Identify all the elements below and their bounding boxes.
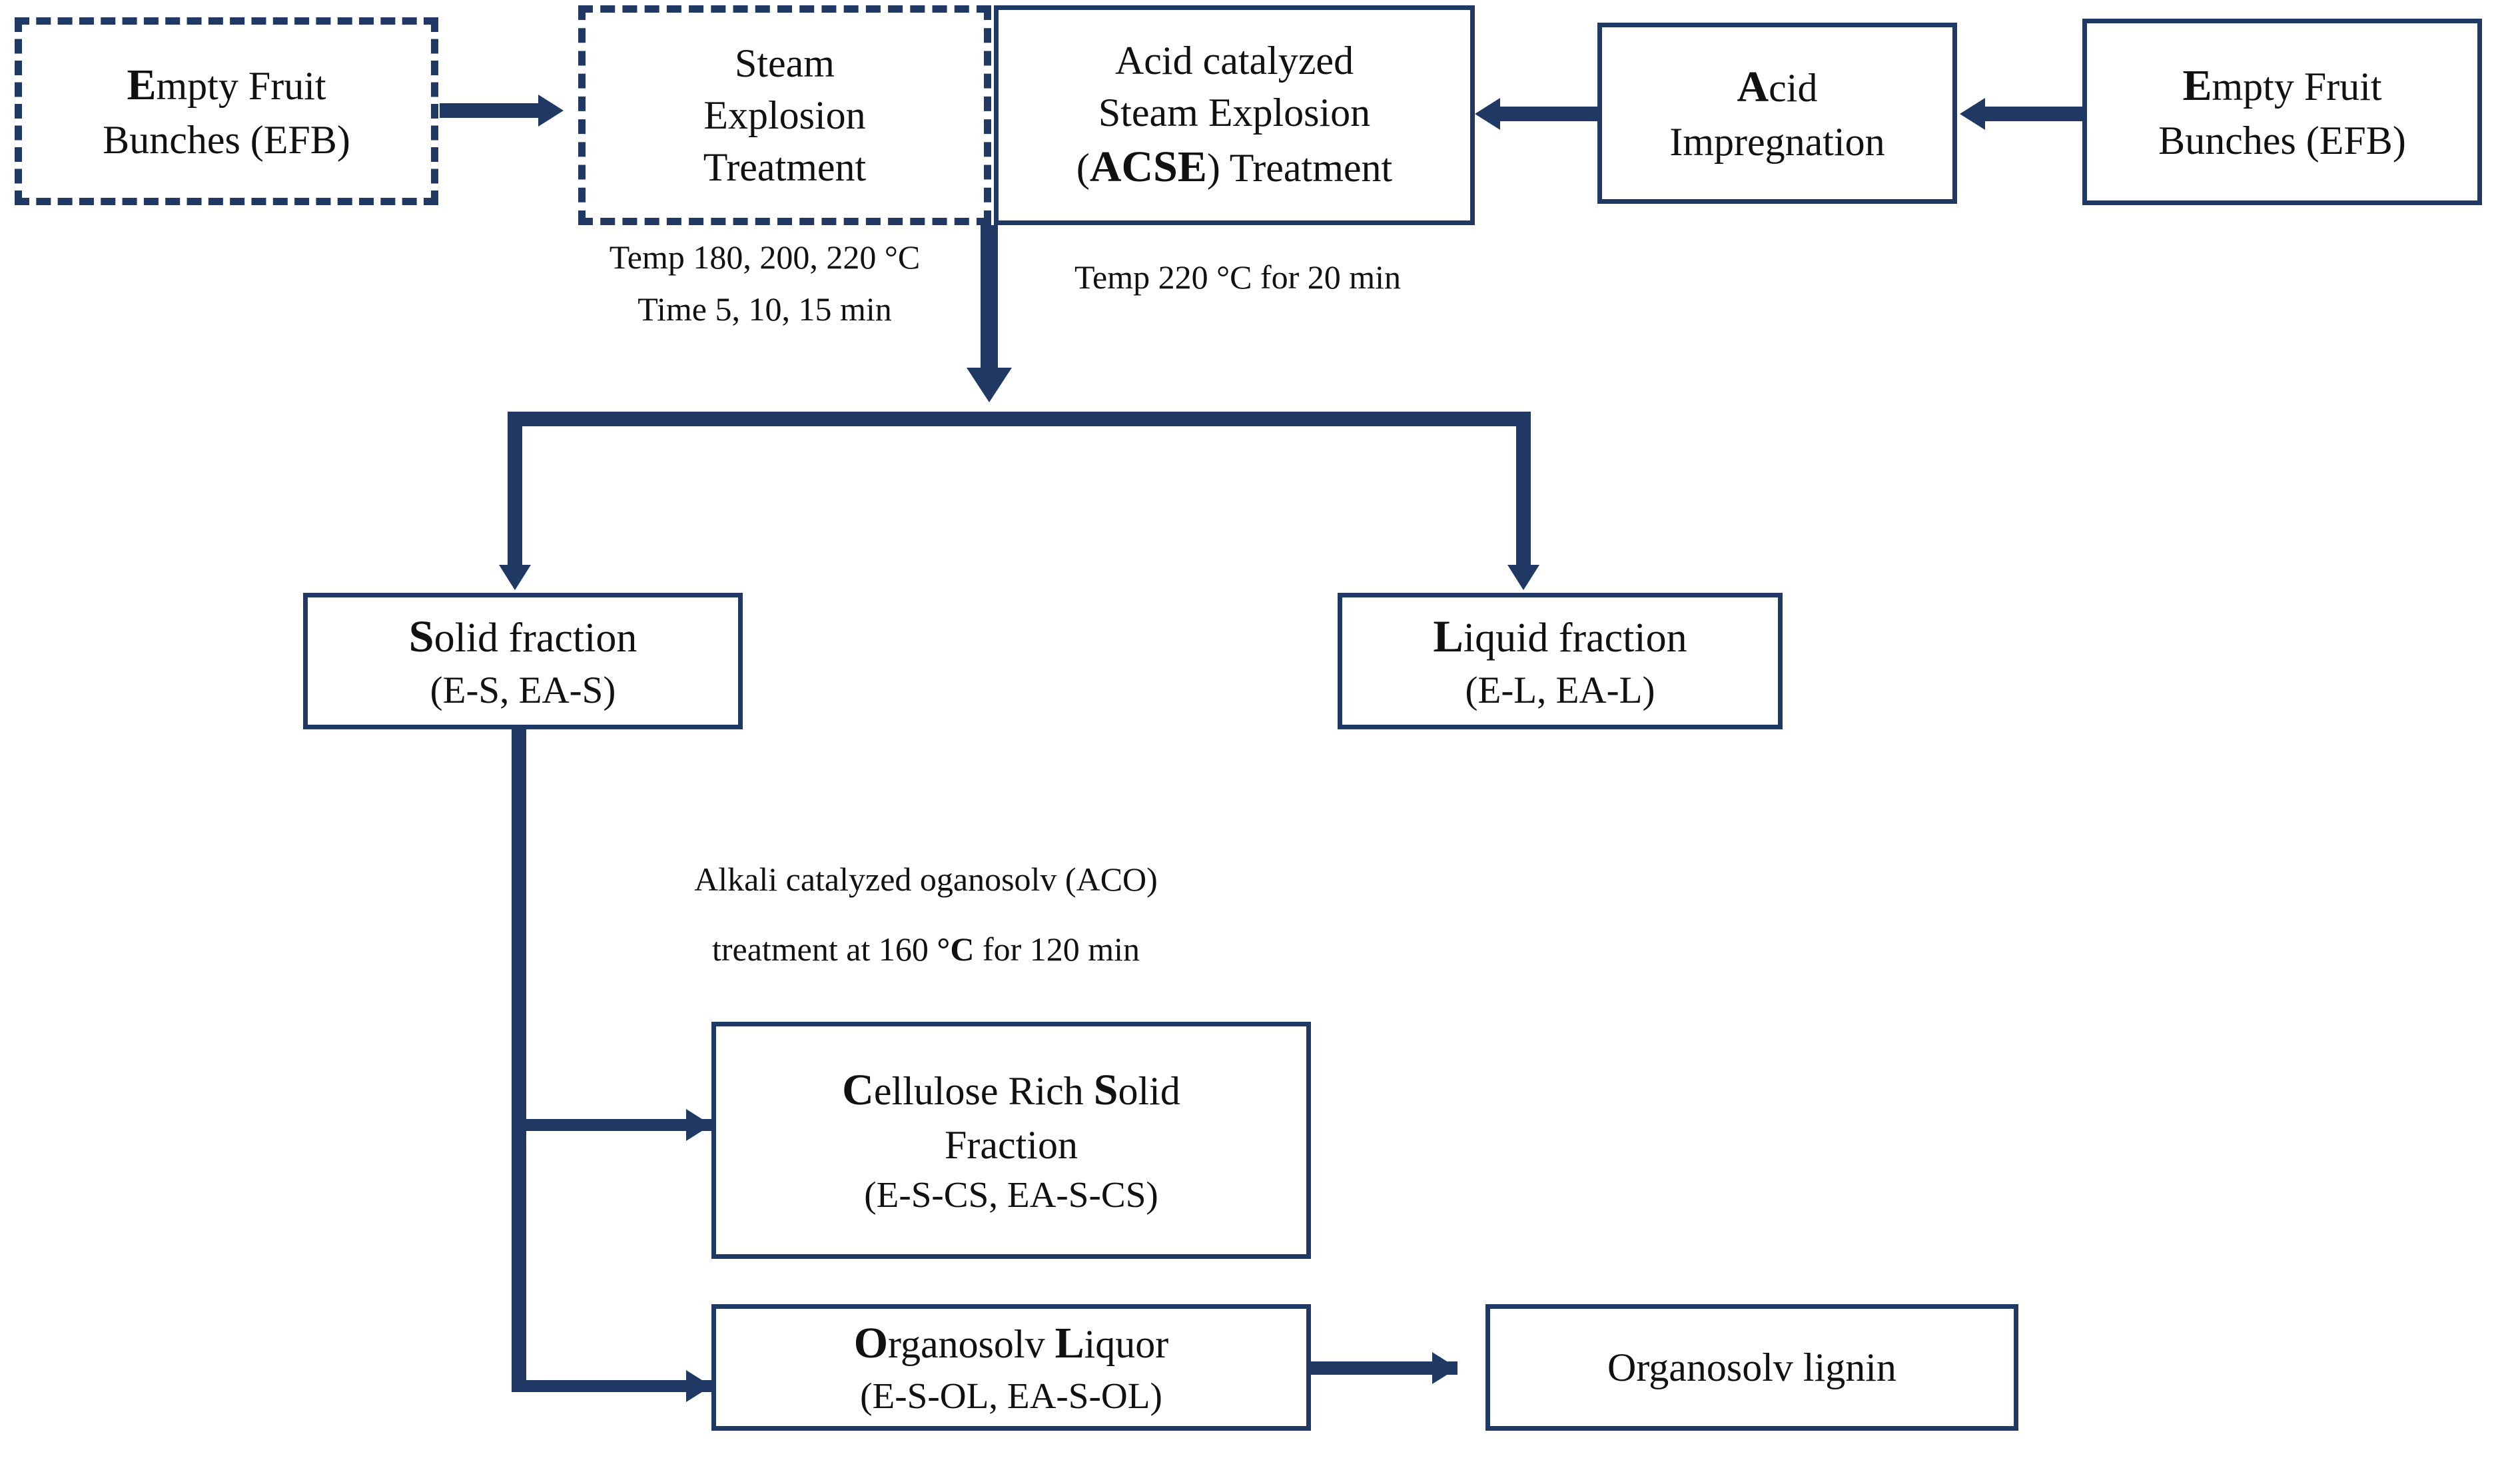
node-organosolv-liquor-line1: Organosolv Liquor bbox=[853, 1319, 1169, 1368]
node-liquid-fraction-line1: Liquid fraction bbox=[1433, 611, 1687, 662]
node-efb-right[interactable]: Empty Fruit Bunches (EFB) bbox=[2082, 19, 2482, 205]
node-organosolv-liquor-line2: (E-S-OL, EA-S-OL) bbox=[860, 1375, 1162, 1417]
node-efb-left-line2: Bunches (EFB) bbox=[103, 117, 350, 162]
node-acse-line3: (ACSE) Treatment bbox=[1076, 143, 1393, 192]
arrowhead-to-cellulose bbox=[686, 1109, 711, 1141]
node-cellulose-line1: Cellulose Rich Solid bbox=[842, 1066, 1180, 1115]
arrowhead-efb-left-to-steam bbox=[538, 95, 564, 127]
connector-efb-right-to-impregnation bbox=[1984, 107, 2085, 121]
connector-acse-trunk bbox=[981, 225, 998, 373]
node-efb-right-line2: Bunches (EFB) bbox=[2158, 118, 2406, 163]
connector-to-organosolv-liquor-branch bbox=[512, 1380, 711, 1392]
node-acid-impregnation-line1: Acid bbox=[1737, 63, 1818, 112]
arrowhead-to-solid-fraction bbox=[499, 565, 531, 590]
annotation-se-line1: Temp 180, 200, 220 °C bbox=[609, 238, 921, 276]
annotation-acse-line1: Temp 220 °C for 20 min bbox=[1074, 258, 1402, 296]
annotation-acse-conditions: Temp 220 °C for 20 min bbox=[1031, 252, 1444, 304]
node-organosolv-lignin[interactable]: Organosolv lignin bbox=[1485, 1304, 2018, 1431]
connector-impregnation-to-acse bbox=[1499, 107, 1600, 121]
node-steam-explosion-line2: Explosion bbox=[703, 93, 866, 137]
node-acid-impregnation-line2: Impregnation bbox=[1669, 119, 1885, 164]
arrowhead-efb-right-to-impregnation bbox=[1960, 98, 1985, 130]
node-acid-impregnation[interactable]: Acid Impregnation bbox=[1597, 23, 1957, 204]
annotation-steam-explosion-conditions: Temp 180, 200, 220 °C Time 5, 10, 15 min bbox=[558, 232, 971, 335]
node-steam-explosion[interactable]: Steam Explosion Treatment bbox=[578, 5, 991, 225]
annotation-aco-line2: treatment at 160 °C for 120 min bbox=[711, 930, 1140, 968]
arrowhead-liquor-to-lignin bbox=[1432, 1352, 1457, 1384]
node-acse[interactable]: Acid catalyzed Steam Explosion (ACSE) Tr… bbox=[994, 5, 1475, 225]
annotation-aco-conditions: Alkali catalyzed oganosolv (ACO) treatme… bbox=[580, 845, 1272, 984]
node-organosolv-lignin-line1: Organosolv lignin bbox=[1607, 1345, 1896, 1389]
connector-split-bar bbox=[508, 412, 1531, 426]
node-cellulose-line3: (E-S-CS, EA-S-CS) bbox=[864, 1174, 1158, 1216]
node-efb-right-line1: Empty Fruit bbox=[2182, 61, 2382, 111]
arrowhead-acse-trunk bbox=[967, 368, 1012, 402]
node-cellulose-line2: Fraction bbox=[945, 1123, 1078, 1168]
node-liquid-fraction-line2: (E-L, EA-L) bbox=[1465, 669, 1655, 711]
node-organosolv-liquor[interactable]: Organosolv Liquor (E-S-OL, EA-S-OL) bbox=[711, 1304, 1311, 1431]
arrowhead-to-organosolv-liquor bbox=[686, 1370, 711, 1402]
connector-to-cellulose-branch bbox=[512, 1119, 711, 1131]
node-acse-line2: Steam Explosion bbox=[1098, 91, 1371, 135]
node-steam-explosion-line1: Steam bbox=[735, 41, 835, 85]
node-efb-left[interactable]: Empty Fruit Bunches (EFB) bbox=[15, 17, 438, 205]
annotation-se-line2: Time 5, 10, 15 min bbox=[637, 290, 892, 328]
connector-liquor-to-lignin bbox=[1311, 1361, 1457, 1375]
node-solid-fraction[interactable]: Solid fraction (E-S, EA-S) bbox=[303, 593, 743, 729]
arrowhead-to-liquid-fraction bbox=[1507, 565, 1539, 590]
connector-split-left-drop bbox=[508, 412, 522, 570]
connector-solid-fraction-stem bbox=[512, 727, 526, 1392]
annotation-aco-line1: Alkali catalyzed oganosolv (ACO) bbox=[694, 861, 1158, 898]
node-cellulose-rich-solid-fraction[interactable]: Cellulose Rich Solid Fraction (E-S-CS, E… bbox=[711, 1022, 1311, 1259]
node-steam-explosion-line3: Treatment bbox=[703, 145, 867, 189]
node-solid-fraction-line1: Solid fraction bbox=[408, 611, 637, 662]
connector-split-right-drop bbox=[1516, 412, 1531, 570]
node-liquid-fraction[interactable]: Liquid fraction (E-L, EA-L) bbox=[1338, 593, 1783, 729]
connector-efb-left-to-steam bbox=[440, 103, 540, 118]
node-efb-left-line1: Empty Fruit bbox=[127, 61, 326, 110]
arrowhead-impregnation-to-acse bbox=[1475, 98, 1500, 130]
node-solid-fraction-line2: (E-S, EA-S) bbox=[430, 669, 616, 711]
node-acse-line1: Acid catalyzed bbox=[1114, 39, 1354, 83]
